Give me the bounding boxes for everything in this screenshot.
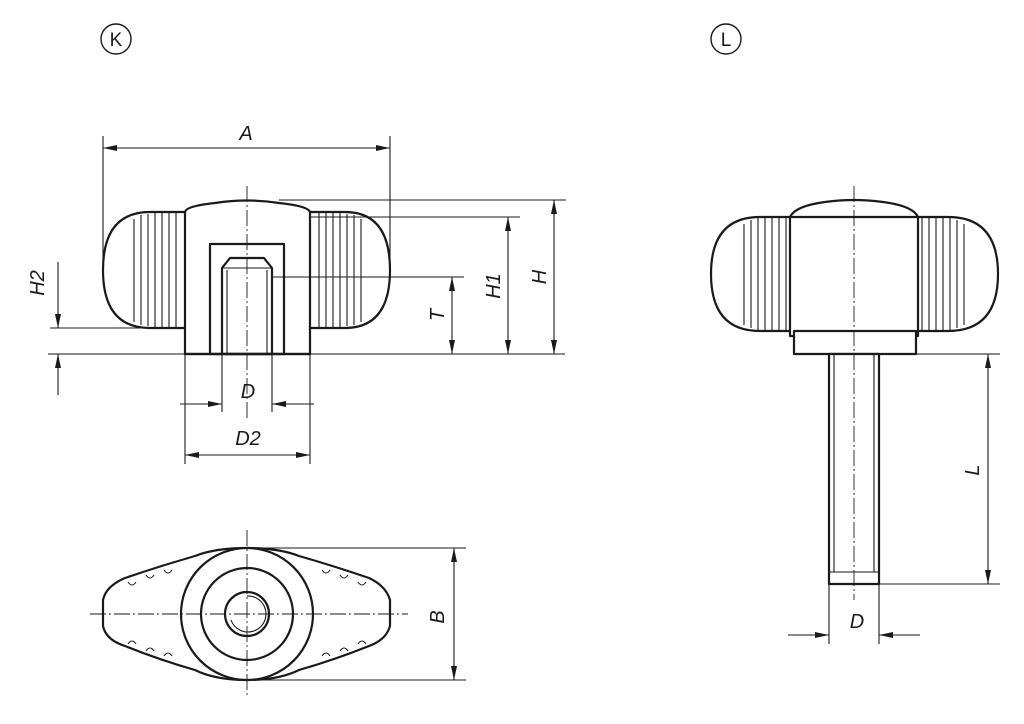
view-l-marker: L xyxy=(710,23,742,55)
dim-a-label: A xyxy=(238,123,252,145)
view-k-marker: K xyxy=(100,23,132,55)
dim-d2-label: D2 xyxy=(235,428,261,450)
svg-text:K: K xyxy=(110,30,123,51)
left-wing-ribs xyxy=(133,213,177,327)
dim-b-label: B xyxy=(427,610,449,623)
left-wing xyxy=(101,210,185,330)
view-l-side: L D xyxy=(709,186,1000,644)
dim-t-label: T xyxy=(427,307,449,321)
right-wing-ribs xyxy=(318,213,362,327)
dim-h-label: H xyxy=(529,269,551,284)
svg-text:L: L xyxy=(721,30,732,51)
dim-h1-label: H1 xyxy=(483,273,505,299)
dim-l-label: L xyxy=(962,464,984,475)
view-k-top: B xyxy=(90,530,466,695)
hub-section xyxy=(183,199,312,356)
view-k-section xyxy=(48,186,565,420)
view-k-dimensions: A H H1 T H2 D D2 xyxy=(27,123,566,464)
dim-d-label: D xyxy=(241,381,255,403)
dim-d-l-label: D xyxy=(850,611,864,633)
dim-h2-label: H2 xyxy=(27,270,49,296)
right-wing xyxy=(310,210,392,330)
